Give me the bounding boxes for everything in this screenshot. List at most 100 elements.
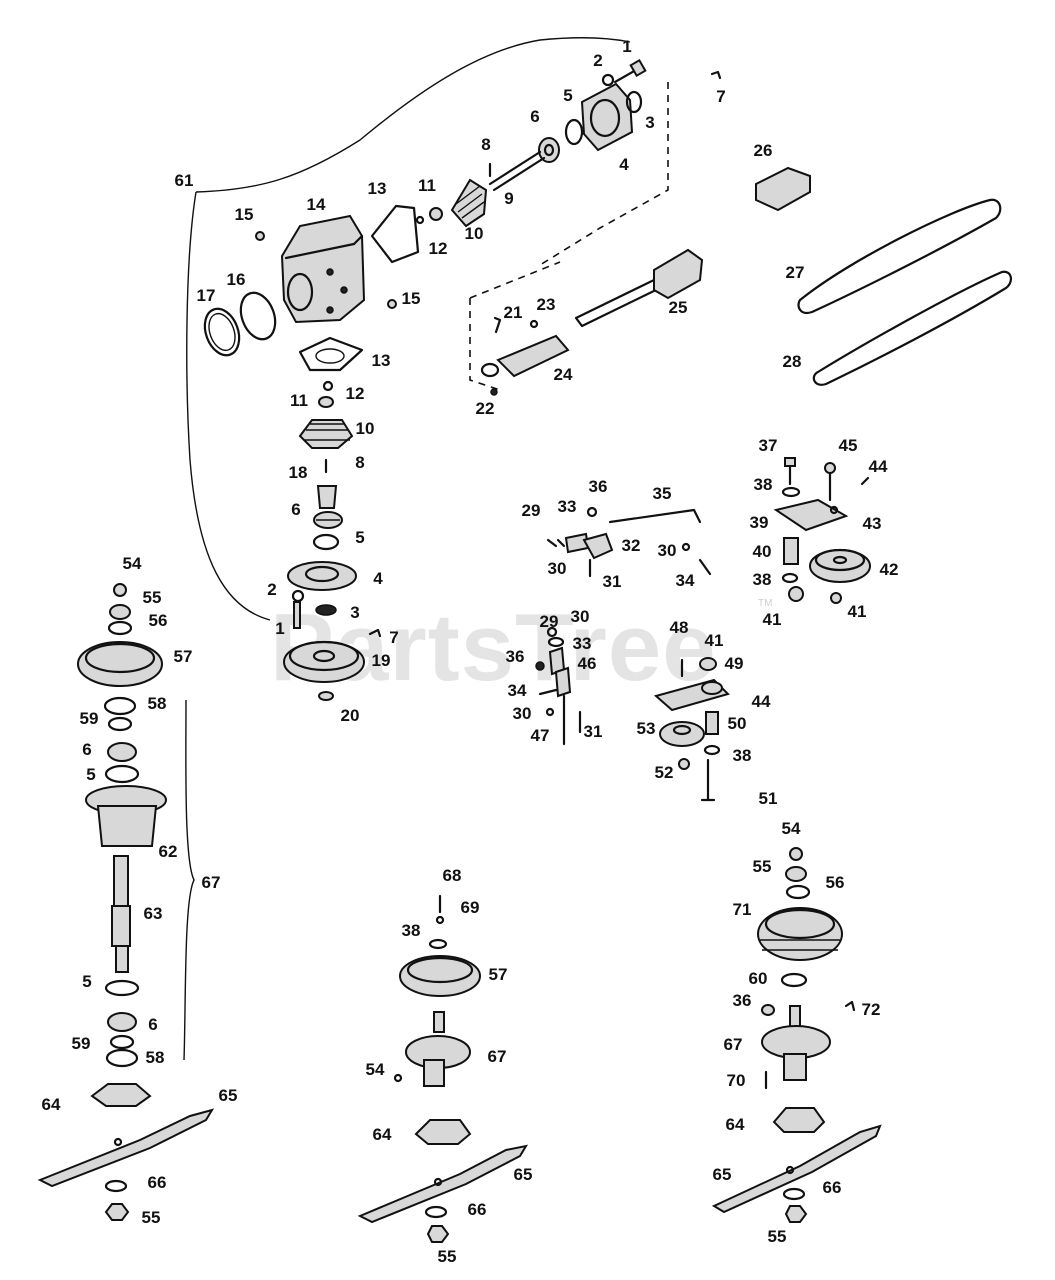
callout-c65: 65 — [219, 1086, 238, 1105]
callout-c54b: 54 — [366, 1060, 385, 1079]
callout-c6b: 6 — [291, 500, 300, 519]
callout-c65c: 65 — [713, 1165, 732, 1184]
callout-c40: 40 — [753, 542, 772, 561]
callout-c34b: 34 — [508, 681, 527, 700]
callout-c21: 21 — [504, 303, 523, 322]
callout-c6: 6 — [530, 107, 539, 126]
callout-c66: 66 — [148, 1173, 167, 1192]
callout-c64c: 64 — [726, 1115, 745, 1134]
callout-c39: 39 — [750, 513, 769, 532]
callout-c47: 47 — [531, 726, 550, 745]
callout-c19: 19 — [372, 651, 391, 670]
callout-c62: 62 — [159, 842, 178, 861]
callout-c8b: 8 — [355, 453, 364, 472]
callout-c5c: 5 — [86, 765, 95, 784]
callout-c64b: 64 — [373, 1125, 392, 1144]
callout-c36: 36 — [589, 477, 608, 496]
callout-c1: 1 — [622, 37, 631, 56]
callout-c55: 55 — [143, 588, 162, 607]
callout-c66b: 66 — [468, 1200, 487, 1219]
callout-c30c: 30 — [571, 607, 590, 626]
callout-c63: 63 — [144, 904, 163, 923]
idler-linkage-parts — [535, 457, 871, 802]
callout-c31b: 31 — [584, 722, 603, 741]
callout-c3: 3 — [645, 113, 654, 132]
callout-c1b: 1 — [275, 619, 284, 638]
callout-c55c: 55 — [438, 1247, 457, 1266]
callout-c45: 45 — [839, 436, 858, 455]
callout-c65b: 65 — [514, 1165, 533, 1184]
callout-c59b: 59 — [72, 1034, 91, 1053]
callout-c29b: 29 — [540, 612, 559, 631]
callout-c11b: 11 — [290, 391, 308, 410]
callout-c30b: 30 — [658, 541, 677, 560]
callout-c27: 27 — [786, 263, 805, 282]
dashed-outline-input-shaft — [469, 82, 669, 391]
callout-c22: 22 — [476, 399, 495, 418]
callout-c32: 32 — [622, 536, 641, 555]
watermark-trademark: TM — [758, 598, 772, 609]
callout-c9: 9 — [504, 189, 513, 208]
callout-c4b: 4 — [373, 569, 383, 588]
callout-c18: 18 — [289, 463, 308, 482]
callout-c33b: 33 — [573, 634, 592, 653]
callout-c57b: 57 — [489, 965, 508, 984]
callout-c38c: 38 — [733, 746, 752, 765]
callout-c26: 26 — [754, 141, 773, 160]
callout-c7b: 7 — [389, 628, 398, 647]
callout-c59: 59 — [80, 709, 99, 728]
callout-c16: 16 — [227, 270, 246, 289]
callout-c23: 23 — [537, 295, 556, 314]
center-spindle-parts — [357, 894, 529, 1243]
callout-c46: 46 — [578, 654, 597, 673]
callout-c44: 44 — [869, 457, 888, 476]
callout-c34: 34 — [676, 571, 695, 590]
callout-c67: 67 — [202, 873, 221, 892]
callout-c64: 64 — [42, 1095, 61, 1114]
right-spindle-parts — [711, 847, 882, 1223]
callout-c14: 14 — [307, 195, 326, 214]
callout-c55b: 55 — [142, 1208, 161, 1227]
callout-c35: 35 — [653, 484, 672, 503]
callout-c6d: 6 — [148, 1015, 157, 1034]
callout-c54: 54 — [123, 554, 142, 573]
callout-c55d: 55 — [753, 857, 772, 876]
callout-c31: 31 — [603, 572, 622, 591]
callout-c60: 60 — [749, 969, 768, 988]
callout-c51: 51 — [759, 789, 778, 808]
callout-c71: 71 — [733, 900, 752, 919]
callout-c67c: 67 — [724, 1035, 743, 1054]
callout-c12b: 12 — [346, 384, 365, 403]
callout-c56b: 56 — [826, 873, 845, 892]
callout-c17: 17 — [197, 286, 216, 305]
callout-c15b: 15 — [402, 289, 421, 308]
callout-c8: 8 — [481, 135, 490, 154]
callout-c66c: 66 — [823, 1178, 842, 1197]
callout-c30: 30 — [548, 559, 567, 578]
callout-c55e: 55 — [768, 1227, 787, 1246]
callout-c70: 70 — [727, 1071, 746, 1090]
callout-c41c: 41 — [705, 631, 724, 650]
callout-c36c: 36 — [733, 991, 752, 1010]
callout-c56: 56 — [149, 611, 168, 630]
callout-c5b: 5 — [355, 528, 364, 547]
callout-c13b: 13 — [372, 351, 391, 370]
callout-c7: 7 — [716, 87, 725, 106]
callout-c50: 50 — [728, 714, 747, 733]
callout-c57: 57 — [174, 647, 193, 666]
callout-c4: 4 — [619, 155, 629, 174]
callout-c2: 2 — [593, 51, 602, 70]
callout-c53: 53 — [637, 719, 656, 738]
callout-c25: 25 — [669, 298, 688, 317]
callout-c42: 42 — [880, 560, 899, 579]
callout-c44b: 44 — [752, 692, 771, 711]
gearbox-parts — [203, 58, 722, 701]
callout-c58b: 58 — [146, 1048, 165, 1067]
callout-c20: 20 — [341, 706, 360, 725]
callout-c13: 13 — [368, 179, 387, 198]
input-shaft-parts — [480, 166, 1012, 396]
assembly-bracket-61 — [186, 37, 631, 621]
callout-c5d: 5 — [82, 972, 91, 991]
